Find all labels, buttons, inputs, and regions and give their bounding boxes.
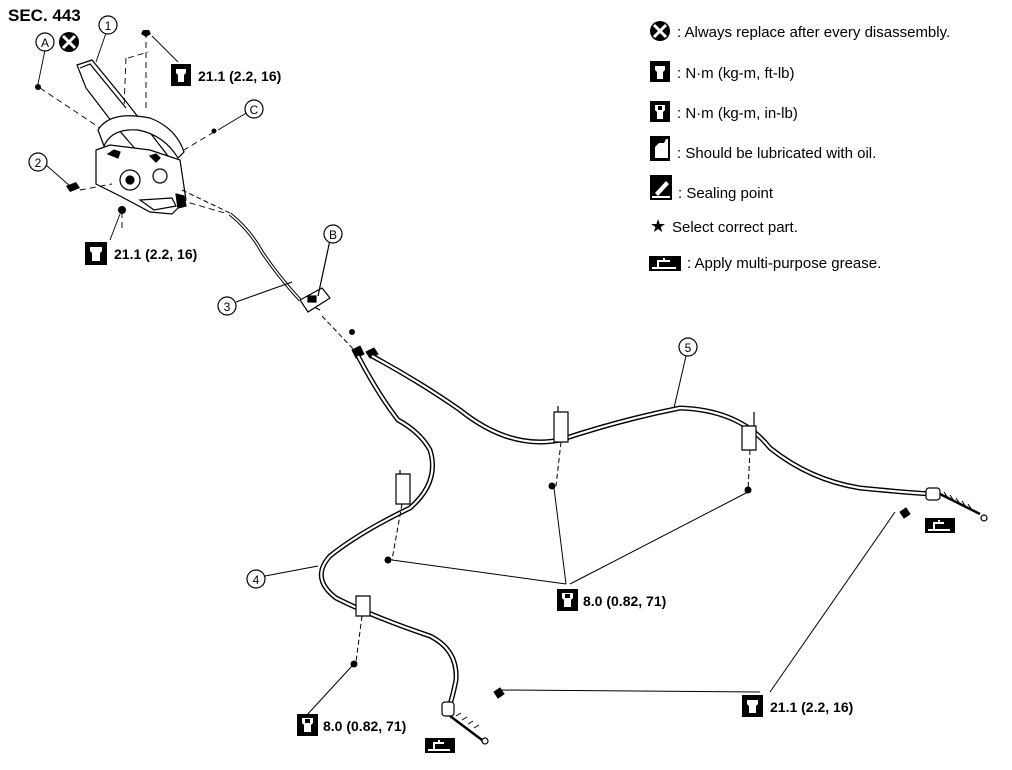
parking-brake-lever — [76, 59, 187, 215]
oil-can-icon — [650, 136, 670, 161]
cable-brackets — [355, 406, 757, 617]
always-replace-icon — [650, 21, 670, 41]
svg-text:2: 2 — [35, 156, 42, 170]
torque-inlb-icon — [650, 101, 670, 122]
torque-label-bottom-left: 8.0 (0.82, 71) — [297, 714, 406, 736]
svg-text:5: 5 — [685, 341, 692, 355]
callout-2: 2 — [28, 152, 48, 172]
leader-lines-top — [37, 32, 249, 241]
equalizer-bracket — [299, 239, 331, 313]
svg-text:8.0 (0.82, 71): 8.0 (0.82, 71) — [583, 593, 666, 609]
svg-text:1: 1 — [105, 19, 112, 33]
legend: : Always replace after every disassembly… — [649, 21, 950, 272]
callout-C: C — [244, 99, 264, 119]
cable-end-left — [441, 701, 489, 745]
torque-label-left: 21.1 (2.2, 16) — [85, 242, 197, 265]
cable-end-right — [925, 487, 988, 522]
svg-text:21.1 (2.2, 16): 21.1 (2.2, 16) — [198, 68, 281, 84]
fasteners-top — [35, 30, 217, 214]
cable-connectors — [321, 315, 379, 359]
legend-sealing: : Sealing point — [678, 185, 774, 202]
grease-icon — [649, 256, 681, 271]
svg-text:C: C — [250, 103, 259, 117]
always-replace-marker — [59, 32, 79, 52]
rear-cable-rh — [370, 353, 933, 497]
svg-text:8.0 (0.82, 71): 8.0 (0.82, 71) — [323, 718, 406, 734]
callout-3: 3 — [217, 281, 293, 316]
section-title: SEC. 443 — [8, 6, 81, 25]
callout-5: 5 — [673, 337, 698, 409]
callout-1: 1 — [98, 15, 118, 35]
rear-cable-lh — [318, 354, 459, 711]
star-icon: ★ — [650, 216, 666, 236]
legend-torque-ftlb: : N·m (kg-m, ft-lb) — [677, 65, 795, 82]
grease-marker-right — [925, 518, 955, 533]
torque-label-top: 21.1 (2.2, 16) — [171, 64, 281, 86]
front-cable — [181, 189, 321, 311]
callout-B: B — [323, 224, 343, 244]
callout-4: 4 — [246, 565, 319, 589]
legend-star: Select correct part. — [672, 219, 798, 236]
svg-text:4: 4 — [253, 573, 260, 587]
grease-marker-left — [425, 738, 455, 753]
svg-text:21.1 (2.2, 16): 21.1 (2.2, 16) — [770, 699, 853, 715]
sealing-point-icon — [650, 175, 672, 200]
legend-oil: : Should be lubricated with oil. — [677, 145, 876, 162]
torque-label-mid: 8.0 (0.82, 71) — [557, 589, 666, 611]
torque-ftlb-icon — [650, 61, 670, 82]
svg-text:3: 3 — [224, 300, 231, 314]
svg-text:A: A — [41, 36, 49, 50]
legend-grease: : Apply multi-purpose grease. — [687, 255, 881, 272]
legend-always-replace: : Always replace after every disassembly… — [677, 24, 950, 41]
leader-lines-mid — [305, 487, 896, 717]
torque-label-bottom-right: 21.1 (2.2, 16) — [742, 695, 853, 717]
callout-A: A — [35, 32, 55, 52]
bracket-bolts — [350, 441, 911, 699]
legend-torque-inlb: : N·m (kg-m, in-lb) — [677, 105, 798, 122]
svg-text:21.1 (2.2, 16): 21.1 (2.2, 16) — [114, 246, 197, 262]
svg-text:B: B — [329, 228, 337, 242]
